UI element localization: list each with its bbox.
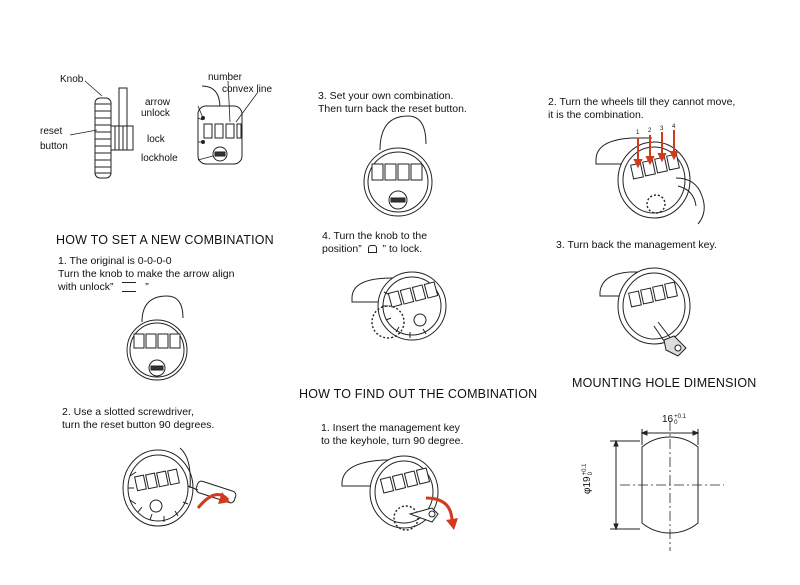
unlock-symbol-icon: [122, 282, 137, 293]
wheel-number-2: 2: [648, 128, 652, 134]
reset-label: reset: [40, 126, 63, 137]
mounting-hole-drawing: [590, 405, 730, 555]
heading-set-new-combination: HOW TO SET A NEW COMBINATION: [56, 233, 274, 247]
wheel-number-4: 4: [672, 124, 676, 130]
wheel-number-3: 3: [660, 126, 664, 132]
new-step4-line1: 4. Turn the knob to the: [322, 230, 428, 242]
new-step1-line1: 1. The original is 0-0-0-0: [58, 255, 172, 267]
lock-face-set-combination: [358, 110, 438, 222]
new-step3-line1: 3. Set your own combination.: [318, 90, 454, 102]
unlock-label: unlock: [141, 108, 170, 119]
arrow-label: arrow: [145, 97, 171, 108]
new-step2-line1: 2. Use a slotted screwdriver,: [62, 406, 194, 418]
wheel-number-1: 1: [636, 130, 640, 136]
new-step1-line2: Turn the knob to make the arrow align: [58, 268, 235, 280]
lock-symbol-icon: [367, 245, 377, 254]
new-step3-line2: Then turn back the reset button.: [318, 103, 467, 115]
turn-wheels-figure: [592, 130, 722, 228]
lock-face-original: [122, 292, 192, 392]
find-step3-line1: 3. Turn back the management key.: [556, 239, 717, 251]
new-step2-line2: turn the reset button 90 degrees.: [62, 419, 215, 431]
convex-line-label: convex line: [222, 84, 273, 95]
find-step1-line2: to the keyhole, turn 90 degree.: [321, 435, 464, 447]
find-step2-line1: 2. Turn the wheels till they cannot move…: [548, 96, 736, 108]
screwdriver-reset-figure: [118, 438, 243, 538]
new-step4-line2: position” ” to lock.: [322, 243, 423, 255]
insert-key-figure: [338, 448, 458, 543]
knob-label: Knob: [60, 74, 84, 85]
knob-side-view: [95, 88, 133, 178]
lock-parts-diagram: [40, 78, 290, 188]
heading-find-combination: HOW TO FIND OUT THE COMBINATION: [299, 387, 538, 401]
lock-front-view: [198, 86, 242, 164]
number-label: number: [208, 72, 242, 83]
new-step1-line3: with unlock” ”: [58, 281, 149, 293]
find-step1-line1: 1. Insert the management key: [321, 422, 460, 434]
lockhole-label: lockhole: [141, 153, 178, 164]
find-step2-line2: it is the combination.: [548, 109, 644, 121]
knob-lock-position-figure: [348, 258, 453, 346]
heading-mounting-hole: MOUNTING HOLE DIMENSION: [572, 376, 757, 390]
button-label: button: [40, 141, 68, 152]
lock-label: lock: [147, 134, 165, 145]
turn-back-key-figure: [596, 262, 706, 362]
